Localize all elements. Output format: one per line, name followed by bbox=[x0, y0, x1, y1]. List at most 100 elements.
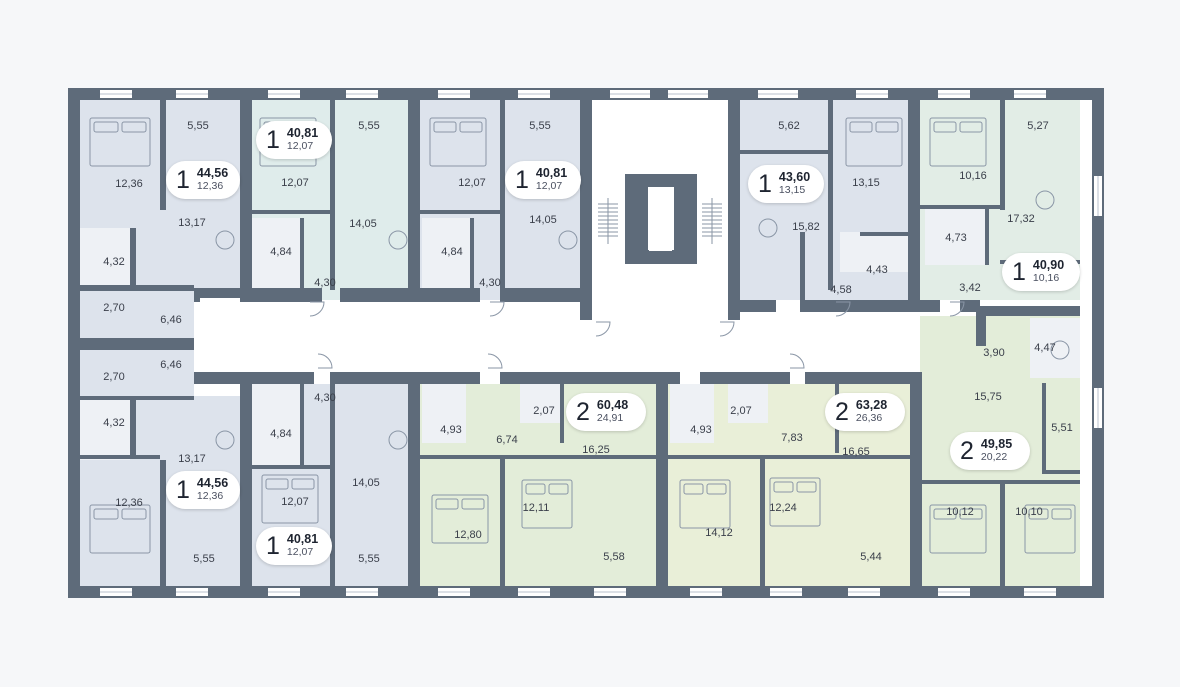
wall bbox=[1000, 480, 1005, 586]
wall bbox=[976, 306, 1080, 316]
pillow-icon bbox=[433, 121, 457, 133]
wall bbox=[500, 288, 592, 302]
wall bbox=[500, 455, 505, 586]
room-area: 5,27 bbox=[1027, 120, 1049, 132]
living-area: 24,91 bbox=[596, 412, 624, 425]
room-area: 16,65 bbox=[842, 446, 870, 458]
bathroom bbox=[80, 400, 130, 460]
total-area: 40,81 bbox=[286, 126, 319, 141]
room-area: 4,84 bbox=[270, 428, 292, 440]
bed-icon bbox=[679, 479, 731, 529]
wall bbox=[976, 306, 986, 346]
wall bbox=[68, 290, 80, 374]
wall bbox=[160, 460, 166, 586]
wall bbox=[300, 218, 304, 300]
table-icon bbox=[388, 430, 408, 450]
room-area: 4,30 bbox=[314, 392, 336, 404]
room-area: 12,11 bbox=[522, 502, 550, 514]
living-area: 20,22 bbox=[980, 451, 1008, 464]
wall bbox=[300, 383, 304, 465]
room-area: 5,62 bbox=[778, 120, 800, 132]
living-area: 13,15 bbox=[778, 184, 806, 197]
wall bbox=[194, 290, 200, 302]
room-count: 2 bbox=[835, 397, 849, 426]
living-area: 12,36 bbox=[196, 490, 224, 503]
living-area: 12,07 bbox=[286, 546, 314, 559]
wall bbox=[960, 300, 980, 312]
room-count: 2 bbox=[576, 397, 590, 426]
bathroom bbox=[80, 228, 130, 288]
room-area: 17,32 bbox=[1007, 213, 1035, 225]
room-area: 12,07 bbox=[458, 177, 486, 189]
bathroom bbox=[252, 383, 302, 465]
room-area: 12,36 bbox=[115, 497, 143, 509]
wall bbox=[240, 88, 252, 300]
wall bbox=[1000, 100, 1005, 210]
room-area: 2,70 bbox=[103, 302, 125, 314]
wall bbox=[80, 455, 160, 459]
total-area: 40,81 bbox=[286, 532, 319, 547]
room-area: 4,30 bbox=[314, 277, 336, 289]
wall bbox=[656, 372, 668, 598]
room-area: 5,58 bbox=[603, 551, 625, 563]
pillow-icon bbox=[1028, 508, 1049, 520]
room-count: 1 bbox=[515, 165, 529, 194]
table-icon bbox=[1050, 340, 1070, 360]
pillow-icon bbox=[849, 121, 873, 133]
living-area: 26,36 bbox=[855, 412, 883, 425]
pillow-icon bbox=[959, 121, 983, 133]
pillow-icon bbox=[548, 483, 569, 495]
room-area: 12,24 bbox=[769, 502, 797, 514]
living-area: 10,16 bbox=[1032, 272, 1060, 285]
elevator-wall bbox=[638, 187, 648, 251]
room-area: 5,55 bbox=[529, 120, 551, 132]
pillow-icon bbox=[773, 481, 794, 493]
room-area: 12,80 bbox=[454, 529, 482, 541]
total-area: 43,60 bbox=[778, 170, 811, 185]
room-area: 13,17 bbox=[178, 453, 206, 465]
room-area: 6,46 bbox=[160, 314, 182, 326]
total-area: 44,56 bbox=[196, 476, 229, 491]
pillow-icon bbox=[933, 508, 957, 520]
bed-icon bbox=[89, 117, 151, 167]
wall bbox=[330, 100, 335, 290]
bed-icon bbox=[521, 479, 573, 529]
room-area: 4,30 bbox=[479, 277, 501, 289]
wall bbox=[408, 372, 420, 598]
pillow-icon bbox=[683, 483, 704, 495]
bed-icon bbox=[431, 494, 489, 544]
pillow-icon bbox=[706, 483, 727, 495]
pillow-icon bbox=[796, 481, 817, 493]
wall bbox=[738, 150, 828, 154]
wall bbox=[560, 383, 564, 443]
room-area: 15,82 bbox=[792, 221, 820, 233]
room-area: 6,46 bbox=[160, 359, 182, 371]
table-icon bbox=[1035, 190, 1055, 210]
total-area: 60,48 bbox=[596, 398, 629, 413]
wall bbox=[330, 383, 335, 586]
room-count: 1 bbox=[266, 531, 280, 560]
room-area: 14,05 bbox=[352, 477, 380, 489]
bed-icon bbox=[929, 504, 987, 554]
room-area: 2,07 bbox=[730, 405, 752, 417]
room-count: 1 bbox=[758, 169, 772, 198]
total-area: 40,81 bbox=[535, 166, 568, 181]
room-area: 5,55 bbox=[358, 553, 380, 565]
wall bbox=[340, 288, 420, 302]
room-area: 6,74 bbox=[496, 434, 518, 446]
table-icon bbox=[558, 230, 578, 250]
bed-icon bbox=[929, 117, 987, 167]
living-area: 12,07 bbox=[286, 140, 314, 153]
wall bbox=[805, 372, 920, 384]
wall bbox=[860, 232, 910, 236]
